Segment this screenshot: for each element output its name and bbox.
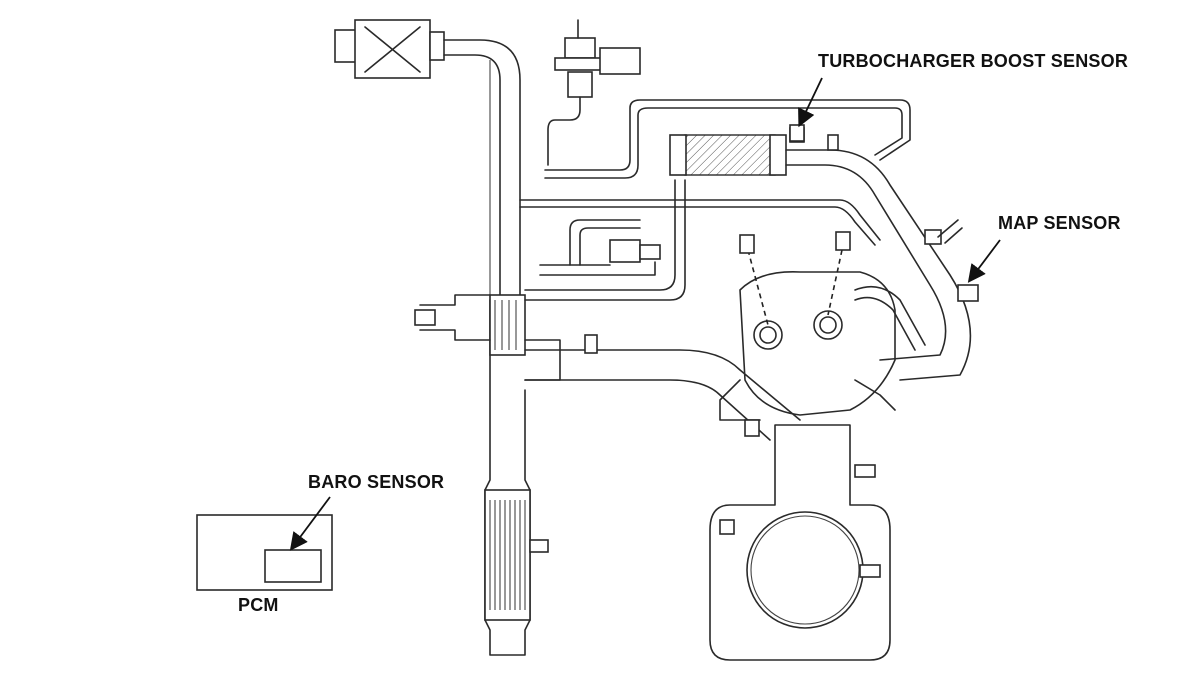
map-sensor-label: MAP SENSOR bbox=[998, 213, 1121, 233]
pcm-label: PCM bbox=[238, 595, 279, 615]
baro-callout bbox=[289, 496, 331, 551]
engine-block bbox=[709, 419, 891, 661]
turbo-boost-callout bbox=[798, 77, 823, 128]
head-hoses bbox=[854, 285, 926, 351]
intake-manifold bbox=[524, 334, 801, 441]
boost-hoses bbox=[519, 99, 911, 266]
charge-pipe bbox=[524, 179, 686, 301]
pcm-unit bbox=[196, 514, 333, 591]
air-cleaner bbox=[334, 19, 445, 79]
boost-control-solenoid bbox=[547, 19, 641, 166]
engine-head bbox=[719, 231, 896, 421]
intercooler bbox=[669, 127, 972, 381]
intake-pipe bbox=[443, 39, 521, 301]
map-sensor bbox=[924, 219, 979, 302]
turbo-boost-sensor-label: TURBOCHARGER BOOST SENSOR bbox=[818, 51, 1129, 71]
turbocharger bbox=[414, 294, 561, 381]
main-vertical-duct bbox=[484, 299, 549, 656]
baro-sensor-label: BARO SENSOR bbox=[308, 472, 445, 492]
vacuum-valve bbox=[539, 239, 661, 276]
turbo-boost-sensor bbox=[789, 124, 805, 142]
map-callout bbox=[967, 239, 1001, 283]
